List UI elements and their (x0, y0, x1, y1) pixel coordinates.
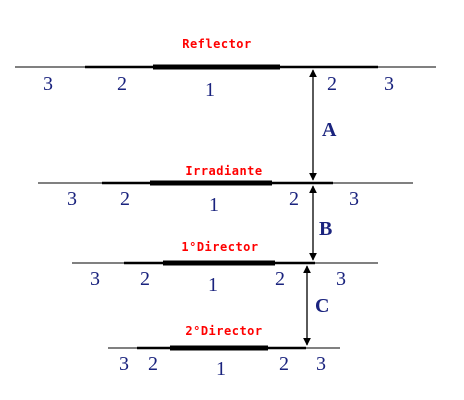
element-title: Irradiante (185, 164, 262, 178)
segment-label: 1 (216, 358, 226, 380)
segment-label: 3 (90, 268, 100, 290)
segment-label: 3 (316, 353, 326, 375)
distance-b: B (309, 185, 332, 261)
element-2-director: 2°Director 3 2 1 2 3 (108, 324, 340, 380)
segment-label: 3 (119, 353, 129, 375)
distance-a: A (309, 69, 337, 181)
segment-label: 3 (384, 73, 394, 95)
segment-label: 3 (43, 73, 53, 95)
element-reflector: Reflector 3 2 1 2 3 (15, 37, 436, 101)
segment-label: 2 (148, 353, 158, 375)
segment-label: 2 (279, 353, 289, 375)
segment-label: 2 (117, 73, 127, 95)
segment-label: 2 (327, 73, 337, 95)
element-title: 1°Director (181, 240, 258, 254)
segment-label: 1 (208, 274, 218, 296)
segment-label: 2 (275, 268, 285, 290)
segment-label: 2 (120, 188, 130, 210)
distance-label: B (319, 218, 332, 240)
element-title: 2°Director (185, 324, 262, 338)
segment-label: 2 (140, 268, 150, 290)
element-title: Reflector (182, 37, 252, 51)
distance-c: C (303, 265, 329, 346)
segment-label: 3 (336, 268, 346, 290)
segment-label: 1 (205, 79, 215, 101)
distance-label: C (315, 295, 329, 317)
segment-label: 3 (349, 188, 359, 210)
segment-label: 3 (67, 188, 77, 210)
distance-label: A (322, 119, 337, 141)
element-1-director: 1°Director 3 2 1 2 3 (72, 240, 378, 296)
segment-label: 2 (289, 188, 299, 210)
segment-label: 1 (209, 194, 219, 216)
element-irradiante: Irradiante 3 2 1 2 3 (38, 164, 413, 216)
